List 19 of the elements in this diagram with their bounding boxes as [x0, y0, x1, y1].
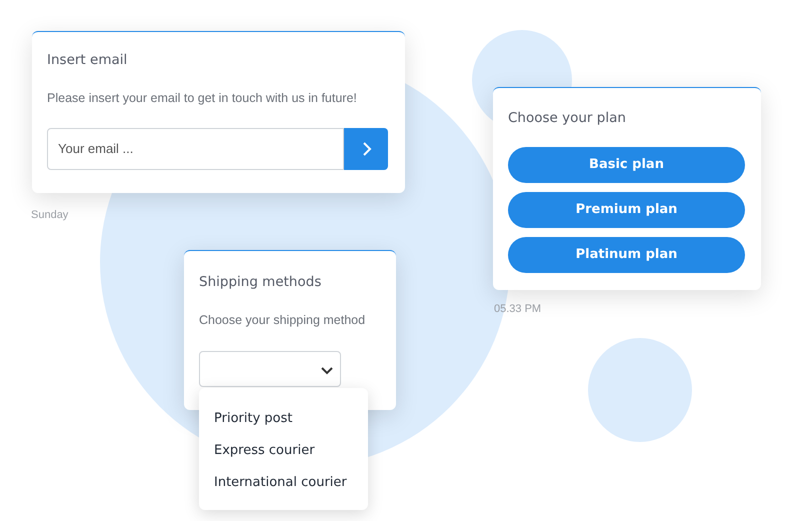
dropdown-option: Priority post [214, 411, 292, 426]
card-title: Shipping methods [199, 274, 322, 290]
card-description: Please insert your email to get in touch with us in future! [47, 91, 357, 105]
dropdown-menu [199, 388, 368, 510]
dropdown-option: International courier [214, 475, 347, 490]
plan-card [493, 87, 761, 290]
dropdown-option: Express courier [214, 443, 315, 458]
email-card [32, 31, 405, 193]
card-title: Insert email [47, 52, 128, 68]
time-label: 05.33 PM [494, 303, 542, 315]
card-description: Choose your shipping method [199, 313, 366, 327]
select-field [199, 351, 341, 387]
submit-button [344, 128, 388, 170]
day-label: Sunday [31, 209, 68, 221]
plan-button: Basic plan [508, 147, 745, 183]
plan-button: Platinum plan [508, 237, 745, 273]
plan-button: Premium plan [508, 192, 745, 228]
card-title: Choose your plan [508, 110, 626, 126]
input-field: Your email ... [47, 128, 344, 170]
